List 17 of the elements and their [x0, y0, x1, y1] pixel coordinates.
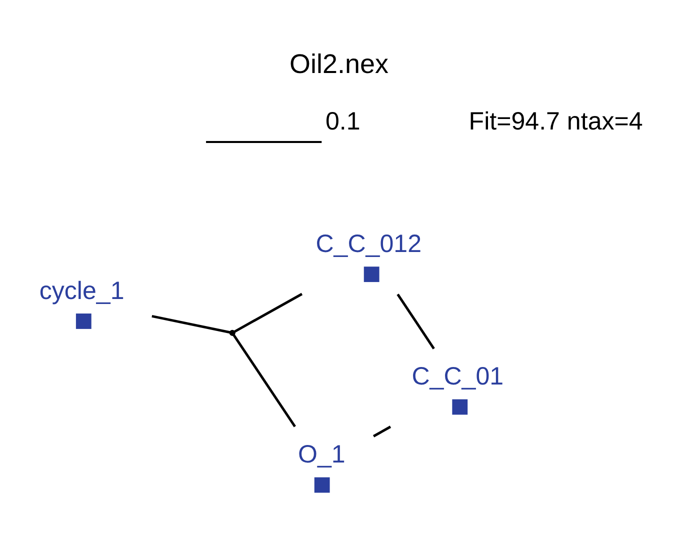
node-box: [452, 399, 468, 415]
caption: Fit=94.7 ntax=4: [468, 107, 643, 136]
node-label: C_C_01: [412, 362, 504, 391]
connector: [234, 292, 303, 333]
connector: [372, 426, 392, 438]
node-box: [364, 266, 380, 282]
node-label: O_1: [298, 440, 346, 469]
node-point: [229, 330, 236, 336]
node-box: [314, 477, 330, 493]
connector: [152, 314, 230, 334]
diagram-title: Oil2.nex: [290, 49, 388, 79]
node-label: C_C_012: [316, 230, 422, 258]
node-label: cycle_1: [39, 276, 124, 305]
connector: [396, 294, 435, 350]
connector: [232, 334, 296, 428]
label: 0.1: [326, 107, 360, 136]
node-box: [76, 314, 92, 329]
